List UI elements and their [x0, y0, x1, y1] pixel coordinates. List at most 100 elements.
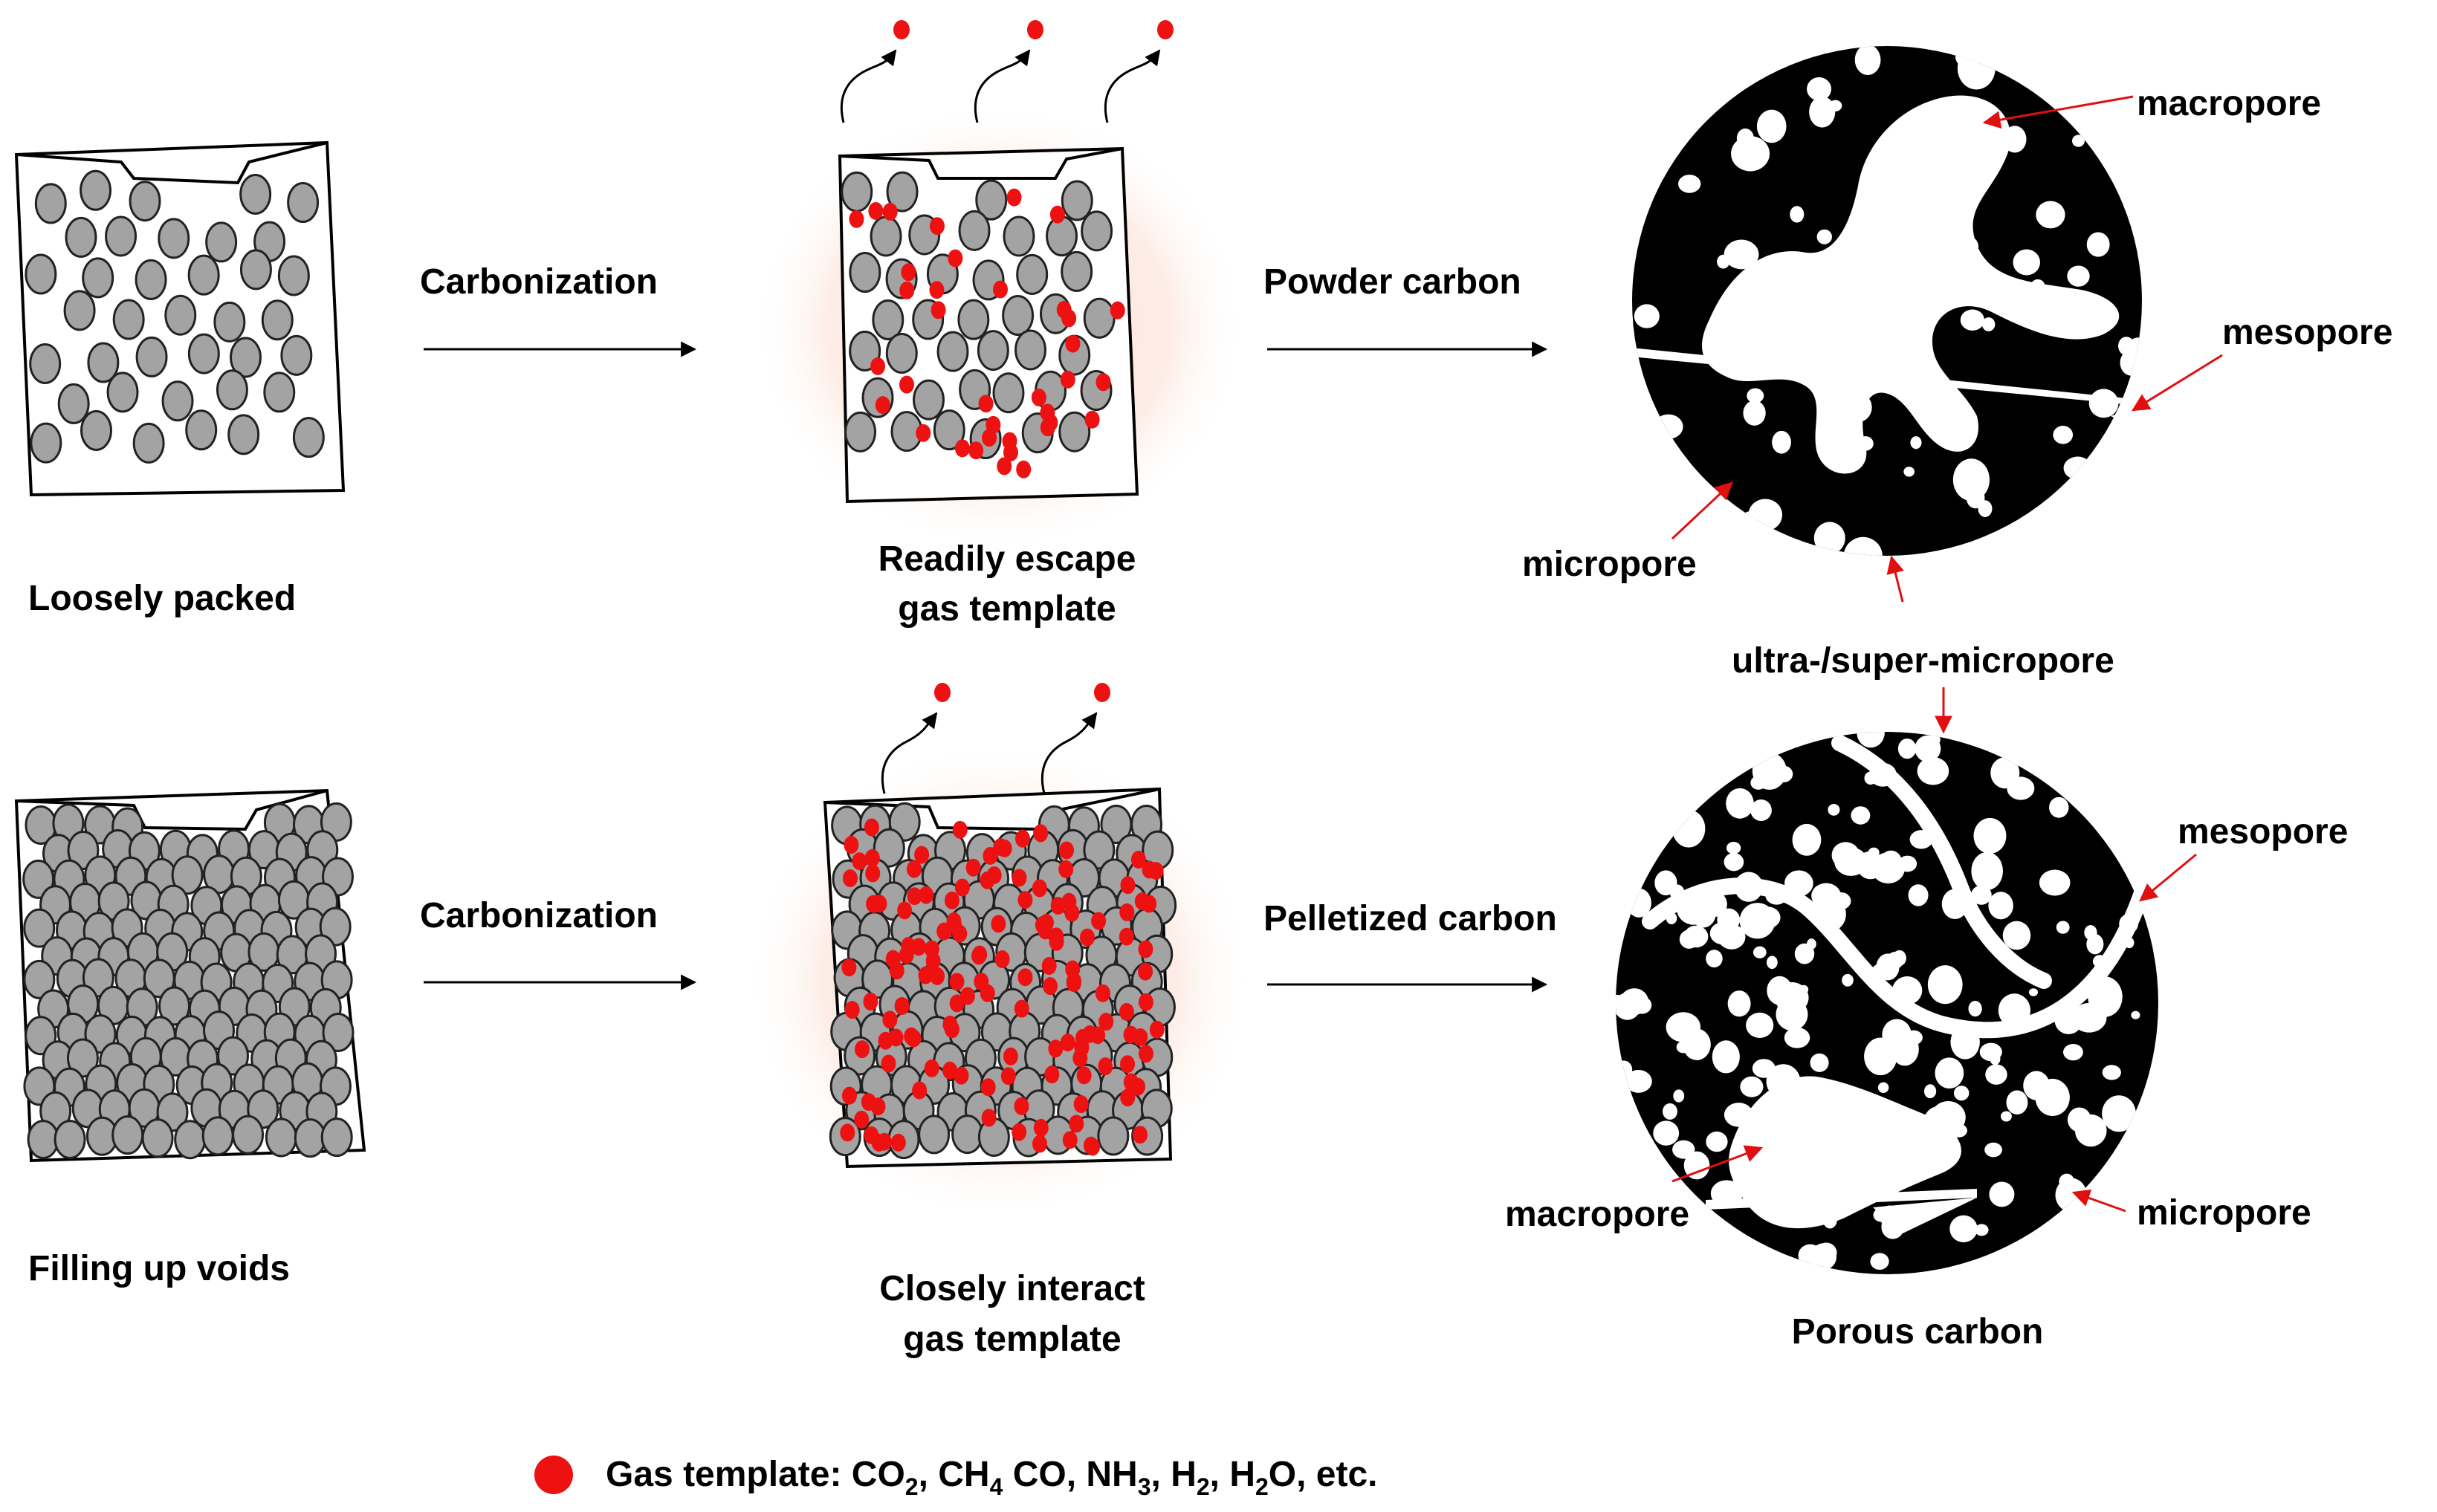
particle — [239, 173, 272, 215]
pore-dot — [1752, 946, 1767, 958]
carbonization-label-top: Carbonization — [420, 262, 658, 302]
gas-dot — [916, 424, 931, 442]
pore-dot — [1724, 1103, 1753, 1127]
pore-dot — [1709, 922, 1736, 945]
particle — [63, 290, 96, 331]
escape-container — [838, 146, 1139, 504]
gas-dot — [954, 439, 970, 458]
pore-dot — [1876, 953, 1900, 981]
pelletized-carbon-circle — [1616, 732, 2158, 1274]
escape-arrow — [1104, 49, 1161, 123]
pore-dot — [1886, 1109, 1915, 1141]
gas-dot — [965, 858, 981, 877]
pellet-micropore-arrow — [2071, 1189, 2126, 1213]
gas-dot — [899, 281, 915, 299]
pore-dot — [1917, 756, 1949, 785]
pore-dot — [1766, 1064, 1801, 1099]
gas-dot — [1044, 1065, 1060, 1084]
pore-dot — [1676, 1041, 1691, 1054]
escaping-gas-arrows — [840, 20, 1174, 123]
particle — [111, 1115, 144, 1155]
pore-dot — [1925, 403, 1959, 432]
gas-dot — [1014, 1097, 1029, 1115]
gas-dot — [1138, 940, 1153, 958]
gas-dot — [982, 429, 997, 447]
pore-dot — [2013, 249, 2040, 276]
particle — [870, 215, 902, 257]
pore-dot — [2030, 279, 2045, 295]
particle — [263, 371, 296, 413]
pore-dot — [1930, 1100, 1966, 1134]
particle — [106, 371, 139, 413]
pore-dot — [2039, 869, 2071, 896]
pore-dot — [1857, 732, 1885, 748]
gas-template-legend: Gas template: CO2, CH4 CO, NH3, H2, H2O,… — [606, 1455, 1378, 1500]
gas-dot — [1138, 993, 1153, 1011]
pore-dot — [2131, 1010, 2140, 1019]
gas-dot — [986, 866, 1002, 884]
pore-dot — [1909, 830, 1933, 849]
pore-dot — [1765, 886, 1788, 905]
pore-dot — [1625, 1069, 1652, 1093]
particle — [205, 221, 238, 263]
particle — [25, 253, 57, 295]
particle — [213, 301, 246, 343]
gas-dot — [924, 1059, 939, 1077]
gas-dot — [854, 1110, 870, 1129]
gas-dot — [1110, 301, 1125, 319]
pore-dot — [1634, 304, 1660, 328]
pore-dot — [1840, 392, 1872, 424]
pore-dot — [1864, 1037, 1897, 1076]
pore-dot — [1784, 870, 1813, 897]
pore-dot — [1792, 823, 1822, 856]
particle — [65, 216, 97, 258]
pore-dot — [1880, 850, 1902, 872]
gas-dot — [868, 201, 884, 220]
gas-dot — [894, 996, 910, 1015]
escape-arrow — [881, 712, 938, 794]
escaping-gas-dot — [934, 683, 951, 702]
pore-dot — [1896, 213, 1921, 233]
gas-dot — [842, 869, 858, 888]
carbonization-label-bottom: Carbonization — [420, 896, 658, 935]
particle — [1061, 250, 1093, 292]
pore-dot — [1774, 341, 1803, 368]
pore-dot — [1766, 955, 1778, 970]
pore-dot — [1935, 1057, 1964, 1089]
powder-carbon-circle — [1632, 46, 2142, 556]
gas-dot — [947, 917, 962, 935]
pore-dot — [2067, 265, 2090, 287]
gas-dot — [1012, 1123, 1027, 1141]
pore-dot — [1891, 1032, 1919, 1066]
gas-dot — [1073, 1094, 1089, 1113]
gas-dot — [881, 1054, 896, 1073]
pore-dot — [1908, 884, 1929, 906]
particle — [217, 1036, 250, 1076]
pore-dot — [1805, 1117, 1823, 1132]
gas-dot — [912, 1081, 928, 1100]
gas-dot — [919, 886, 934, 904]
gas-dot — [1069, 1114, 1084, 1133]
pore-dot — [2102, 1065, 2121, 1080]
gas-dot — [1119, 927, 1134, 946]
pore-dot — [1671, 809, 1706, 848]
pore-dot — [1975, 1224, 1989, 1236]
gas-dot — [866, 895, 881, 913]
loose-container — [14, 140, 346, 497]
particle — [918, 1114, 951, 1155]
particle — [227, 414, 260, 455]
pore-dot — [2088, 389, 2119, 418]
gas-dot — [864, 849, 880, 867]
closely-interact-label-line1: Closely interact — [879, 1269, 1145, 1308]
particle — [885, 332, 918, 374]
particle — [187, 333, 220, 374]
gas-dot — [949, 973, 965, 991]
pore-dot — [1984, 1142, 2002, 1158]
gas-dot — [1059, 841, 1075, 860]
pelletized-carbon-label: Pelletized carbon — [1263, 899, 1557, 938]
porous-carbon-label: Porous carbon — [1792, 1312, 2044, 1352]
pore-dot — [1762, 1109, 1790, 1137]
particle — [171, 855, 204, 895]
gas-dot — [980, 1078, 996, 1097]
gas-dot — [1130, 1077, 1146, 1096]
